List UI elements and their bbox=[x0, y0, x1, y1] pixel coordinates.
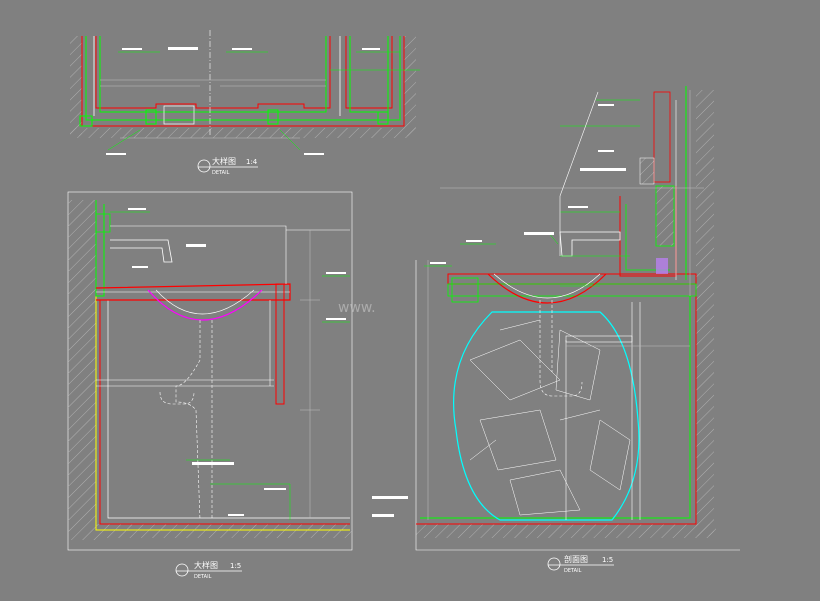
plan-detail bbox=[70, 30, 420, 155]
section-right-scale: 1:5 bbox=[602, 556, 613, 564]
section-right-sub: DETAIL bbox=[564, 568, 582, 574]
section-left-caption: 大样图 1:5 DETAIL bbox=[175, 560, 242, 580]
section-left-detail bbox=[67, 191, 353, 551]
section-right-title: 剖面图 bbox=[564, 554, 588, 564]
watermark: www. bbox=[338, 300, 376, 316]
section-left-title: 大样图 bbox=[194, 560, 218, 570]
section-left-scale: 1:5 bbox=[230, 562, 241, 570]
section-left-sub: DETAIL bbox=[194, 574, 212, 580]
plan-caption: 大样图 1:4 DETAIL bbox=[197, 156, 258, 176]
plan-scale: 1:4 bbox=[246, 158, 258, 166]
section-right-detail bbox=[372, 86, 740, 551]
plan-title: 大样图 bbox=[212, 156, 236, 166]
plan-sub: DETAIL bbox=[212, 170, 230, 176]
section-right-caption: 剖面图 1:5 DETAIL bbox=[547, 554, 614, 574]
